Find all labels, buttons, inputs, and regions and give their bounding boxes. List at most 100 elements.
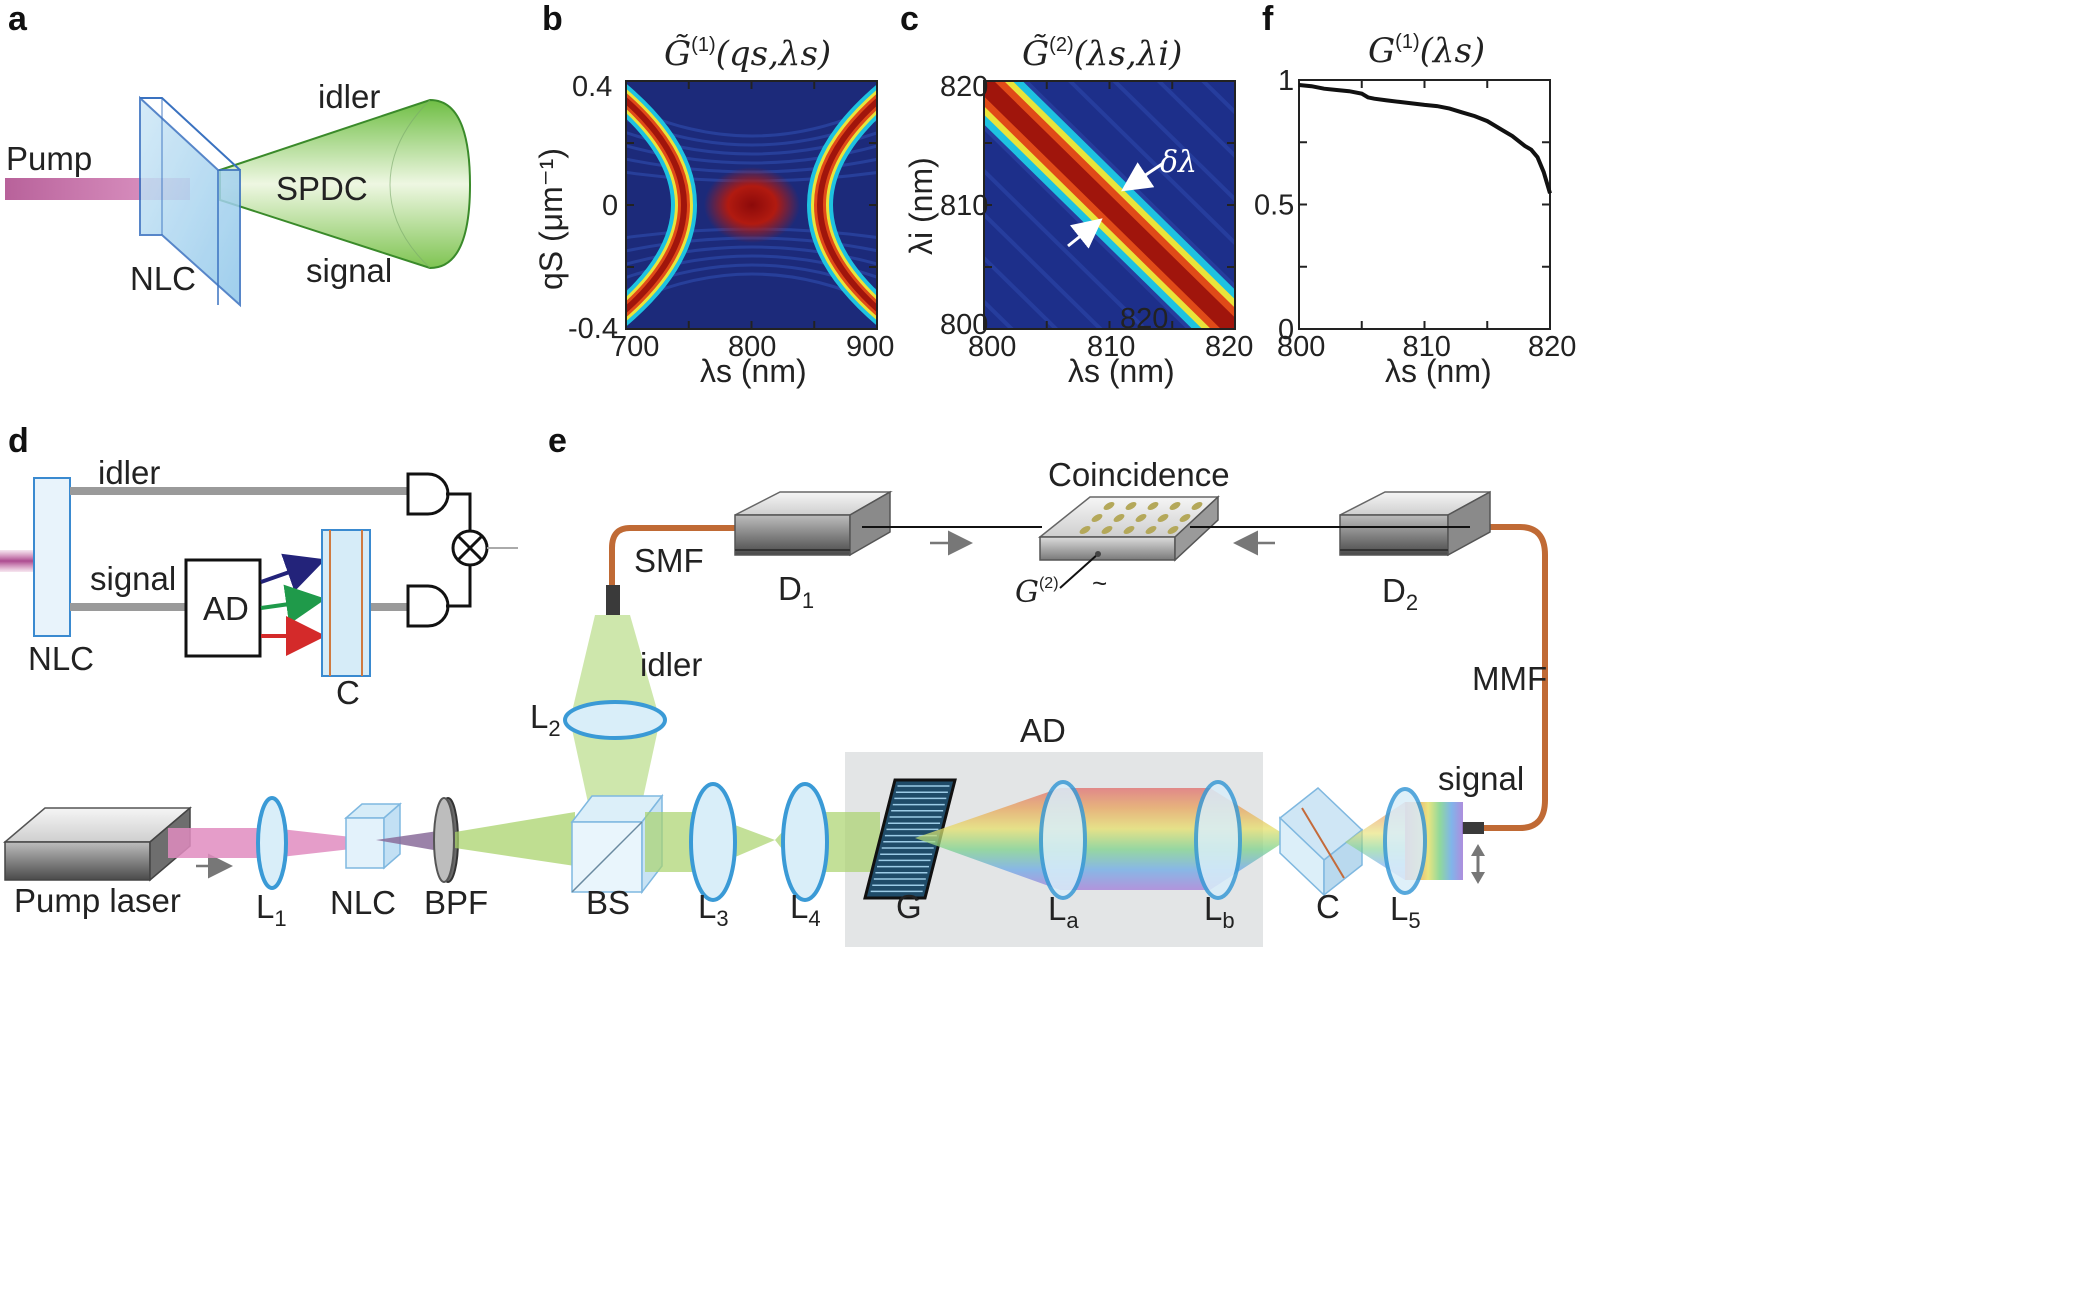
ad-label-e: AD — [1020, 712, 1066, 749]
panel-b-title: G̃(1)(qs,λs) — [664, 34, 831, 74]
signal-fiber-d — [70, 603, 186, 611]
ytick-b-bottom: -0.4 — [568, 313, 618, 345]
ytick-c-mid: 810 — [940, 190, 988, 222]
ytick-f-2: 1 — [1278, 65, 1294, 97]
mmf-label: MMF — [1472, 660, 1547, 697]
la-label: La — [1048, 890, 1079, 933]
panel-label-c: c — [900, 0, 919, 38]
lens-l4 — [781, 782, 829, 902]
pump-label: Pump — [6, 140, 92, 177]
signal-label-d: signal — [90, 560, 176, 597]
mmf-fiber — [1468, 524, 1548, 831]
lens-l3 — [689, 782, 737, 902]
xtick-c-right: 820 — [1205, 331, 1253, 363]
lb-label: Lb — [1204, 890, 1235, 933]
delta-lambda-arrow-lower — [1067, 218, 1103, 249]
l1-label: L1 — [256, 888, 287, 931]
grating-g — [863, 778, 957, 900]
ytick-b-mid: 0 — [602, 190, 618, 222]
panel-label-d: d — [8, 422, 29, 460]
panel-d: idler signal AD NLC C — [0, 454, 518, 711]
nlc-e — [345, 817, 385, 869]
panel-label-f: f — [1262, 0, 1274, 38]
panel-c-title: G̃(2)(λs,λi) — [1022, 34, 1182, 74]
xtick-b-right: 900 — [846, 331, 894, 363]
l4-label: L4 — [790, 888, 821, 931]
panel-c: G̃(2)(λs,λi) 820 δλ 820 810 800 800 810 … — [903, 34, 1253, 389]
idler-label-d: idler — [98, 454, 160, 491]
pump-beam-d — [0, 550, 35, 572]
l2-label: L2 — [530, 698, 561, 741]
lens-lb — [1194, 780, 1242, 900]
smf-fiber — [609, 525, 735, 588]
detector-d1 — [734, 490, 893, 557]
coincidence-label: Coincidence — [1048, 456, 1230, 493]
xtick-c-mid: 810 — [1087, 331, 1135, 363]
bpf-label: BPF — [424, 884, 488, 921]
panel-b: G̃(1)(qs,λs) 0.4 0 -0.4 700 800 900 — [533, 34, 894, 389]
nlc-label-d: NLC — [28, 640, 94, 677]
detector-idler-d — [406, 472, 450, 516]
panel-label-a: a — [8, 0, 28, 38]
ytick-c-top: 820 — [940, 71, 988, 103]
ytick-b-top: 0.4 — [572, 71, 612, 103]
xtick-f-0: 800 — [1277, 331, 1325, 363]
smf-label: SMF — [634, 542, 704, 579]
bs-label: BS — [586, 884, 630, 921]
pump-laser-label: Pump laser — [14, 882, 181, 919]
xlabel-f: λs (nm) — [1385, 353, 1492, 389]
xlabel-b: λs (nm) — [700, 353, 807, 389]
ytick-f-0: 0 — [1278, 314, 1294, 346]
panel-f: G(1)(λs) 800 810 820 0 0.5 1 λs (nm) — [1254, 31, 1576, 389]
panel-a: Pump idler SPDC signal NLC — [5, 78, 472, 308]
idler-fiber-d — [70, 487, 408, 495]
series-line-f — [1298, 83, 1552, 194]
detector-d2 — [1339, 490, 1491, 557]
ytick-f-1: 0.5 — [1254, 190, 1294, 222]
ylabel-c: λi (nm) — [903, 157, 939, 255]
nlc-label: NLC — [130, 260, 196, 297]
g-label: G — [896, 888, 922, 925]
l3-label: L3 — [698, 888, 729, 931]
nlc-label-e: NLC — [330, 884, 396, 921]
detector-signal-d — [406, 584, 450, 628]
delta-lambda-arrow-upper — [1121, 162, 1163, 192]
xtick-f-2: 820 — [1528, 331, 1576, 363]
tilde-label: ~ — [1092, 568, 1107, 598]
ad-label-d: AD — [203, 590, 249, 627]
signal-label: signal — [306, 252, 392, 289]
heatmap-c — [984, 81, 1235, 329]
idler-label-e: idler — [640, 646, 702, 683]
ytick-c-bottom: 800 — [940, 309, 988, 341]
d2-label: D2 — [1382, 572, 1418, 615]
xlabel-c: λs (nm) — [1068, 353, 1175, 389]
signal-label-e: signal — [1438, 760, 1524, 797]
heatmap-c-inner-label: 820 — [1120, 303, 1168, 335]
xtick-b-mid: 800 — [728, 331, 776, 363]
ylabel-b: qS (μm⁻¹) — [533, 148, 569, 290]
delta-lambda-label: δλ — [1160, 145, 1197, 180]
c-label-e: C — [1316, 888, 1340, 925]
lens-l5 — [1383, 787, 1427, 895]
spdc-label: SPDC — [276, 170, 368, 207]
coincidence-box — [1037, 495, 1220, 562]
pump-laser — [2, 806, 193, 882]
lens-l1 — [256, 796, 288, 890]
spdc-cone — [219, 98, 472, 270]
xtick-c-left: 800 — [968, 331, 1016, 363]
panel-label-b: b — [542, 0, 563, 38]
g2-label: G(2) — [1015, 575, 1059, 610]
nlc-d — [33, 477, 71, 637]
panel-f-title: G(1)(λs) — [1368, 31, 1485, 71]
ad-box-d — [184, 558, 262, 658]
heatmap-b — [626, 81, 877, 329]
xtick-b-left: 700 — [611, 331, 659, 363]
plot-f-frame — [1298, 79, 1551, 330]
lens-l2 — [563, 700, 667, 740]
lens-la — [1039, 780, 1087, 900]
l5-label: L5 — [1390, 890, 1421, 933]
xtick-f-1: 810 — [1403, 331, 1451, 363]
panel-label-e: e — [548, 422, 567, 460]
c-label-d: C — [336, 674, 360, 711]
